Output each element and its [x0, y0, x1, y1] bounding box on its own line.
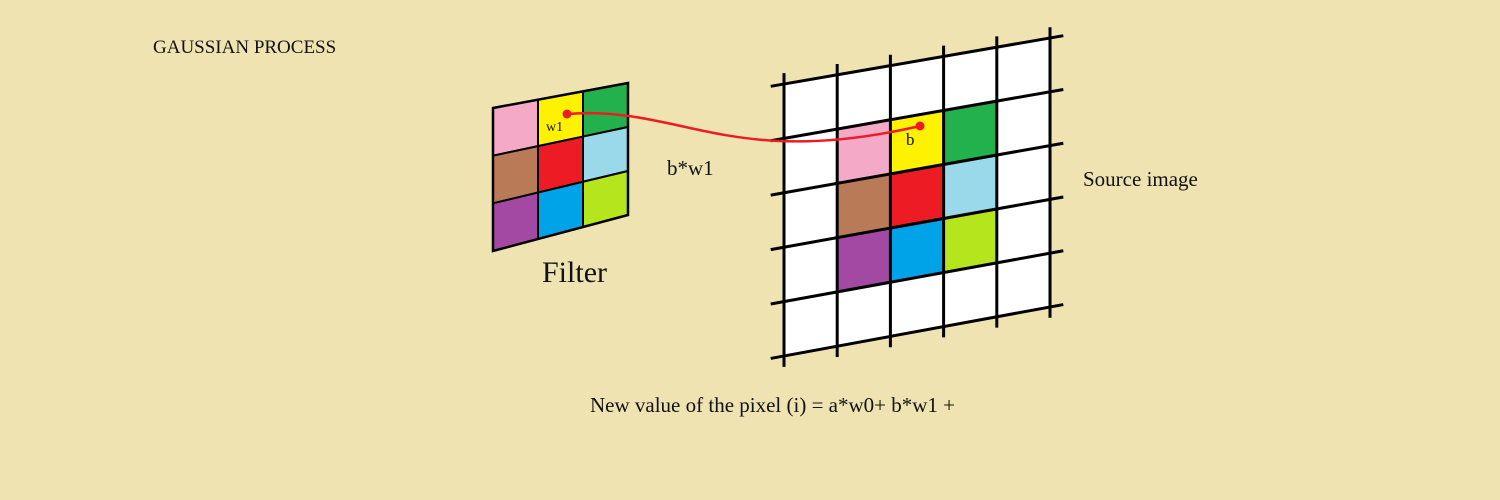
source-image-label: Source image	[1083, 167, 1198, 191]
source-highlight-cell	[943, 101, 997, 165]
source-grid-horizontal-line	[770, 195, 1064, 252]
filter-cell-label: w1	[546, 120, 563, 135]
diagram-title: GAUSSIAN PROCESS	[153, 37, 336, 58]
source-highlight-cell	[890, 164, 944, 229]
source-highlight-cell	[890, 218, 944, 283]
connector-curve	[566, 111, 921, 143]
filter-label: Filter	[542, 256, 607, 289]
source-highlight-cell	[943, 155, 997, 219]
filter-border	[491, 81, 630, 253]
formula-text: New value of the pixel (i) = a*w0+ b*w1 …	[590, 393, 955, 417]
source-grid-horizontal-line	[770, 34, 1064, 88]
source-highlight-cell	[943, 208, 997, 273]
source-point-marker	[915, 121, 925, 131]
source-grid-horizontal-line	[770, 87, 1064, 143]
source-grid-horizontal-line	[770, 303, 1064, 360]
filter-cell	[582, 169, 629, 229]
source-highlight-cell	[837, 173, 891, 238]
connector-label: b*w1	[667, 156, 714, 180]
source-highlight-cell	[837, 228, 891, 292]
source-cell-label: b	[906, 130, 915, 149]
source-image-grid: b	[770, 27, 1064, 367]
filter-point-marker	[562, 109, 572, 119]
source-grid-horizontal-line	[770, 249, 1064, 306]
filter-kernel: w1	[491, 81, 630, 253]
source-grid-horizontal-line	[770, 141, 1064, 197]
filter-cell	[492, 191, 539, 253]
source-highlight-cell	[890, 110, 944, 174]
filter-cell	[537, 180, 584, 241]
